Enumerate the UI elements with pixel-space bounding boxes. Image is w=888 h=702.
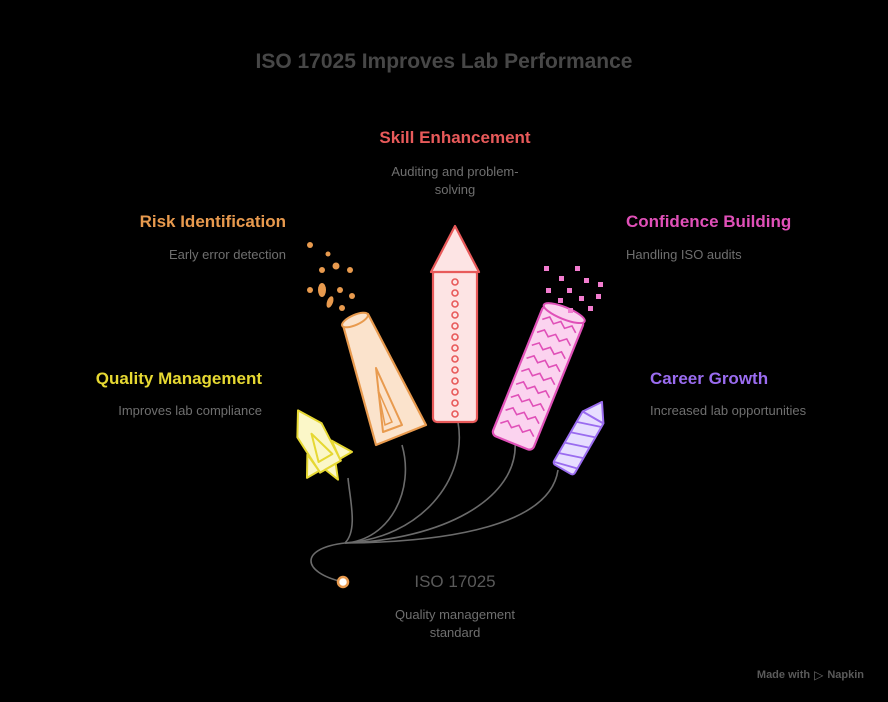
firework-career-icon — [552, 400, 605, 476]
item-description-risk: Early error detection — [168, 247, 286, 262]
fuse-lines — [310, 421, 559, 583]
center-label: ISO 17025 — [414, 572, 496, 591]
item-label-career: Career Growth — [650, 369, 769, 388]
fuse-origin-dot — [336, 575, 350, 589]
item-label-quality: Quality Management — [95, 369, 262, 388]
item-label-risk: Risk Identification — [139, 212, 286, 231]
center-description: Quality management standard — [395, 607, 515, 640]
fuse-risk — [344, 444, 407, 544]
rocket-skill-icon — [429, 224, 481, 424]
credit-brand: Napkin — [827, 669, 864, 681]
item-description-career: Increased lab opportunities — [650, 403, 807, 418]
cone-risk-icon — [307, 242, 428, 447]
diagram-title: ISO 17025 Improves Lab Performance — [255, 50, 633, 73]
item-description-confidence: Handling ISO audits — [626, 247, 742, 262]
firework-confidence-icon — [491, 302, 586, 451]
sparks-confidence — [544, 266, 603, 313]
fuse-quality — [310, 477, 354, 583]
item-description-skill: Auditing and problem-solving — [391, 164, 519, 197]
rocket-skill-dots — [451, 278, 459, 418]
credit-prefix: Made with — [756, 669, 811, 681]
item-label-confidence: Confidence Building — [626, 212, 792, 231]
item-description-quality: Improves lab compliance — [118, 403, 262, 418]
fuse-skill — [344, 421, 461, 544]
made-with-credit[interactable]: Made with ▷ Napkin — [757, 668, 864, 682]
sparks-risk — [307, 242, 355, 311]
rocket-quality-icon — [296, 409, 354, 481]
napkin-logo-icon: ▷ — [814, 668, 824, 682]
fuse-confidence — [344, 439, 516, 544]
fuse-career — [344, 469, 559, 544]
item-label-skill: Skill Enhancement — [379, 128, 531, 147]
